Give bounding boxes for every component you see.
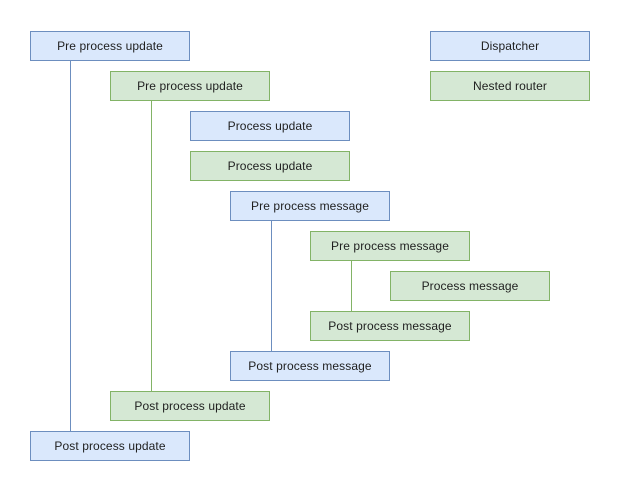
flow-node[interactable]: Process update (190, 151, 350, 181)
flow-connector (70, 61, 71, 431)
flow-connector (151, 101, 152, 391)
flow-connector (351, 261, 352, 311)
legend-item-router[interactable]: Nested router (430, 71, 590, 101)
flow-node[interactable]: Post process update (30, 431, 190, 461)
flow-node[interactable]: Pre process message (310, 231, 470, 261)
legend-item-dispatcher[interactable]: Dispatcher (430, 31, 590, 61)
flow-node[interactable]: Post process message (310, 311, 470, 341)
flow-node[interactable]: Process update (190, 111, 350, 141)
flow-node[interactable]: Pre process update (30, 31, 190, 61)
flow-node[interactable]: Process message (390, 271, 550, 301)
flow-node[interactable]: Pre process message (230, 191, 390, 221)
flow-node[interactable]: Post process message (230, 351, 390, 381)
flow-node[interactable]: Post process update (110, 391, 270, 421)
flow-connector (271, 221, 272, 351)
flow-node[interactable]: Pre process update (110, 71, 270, 101)
